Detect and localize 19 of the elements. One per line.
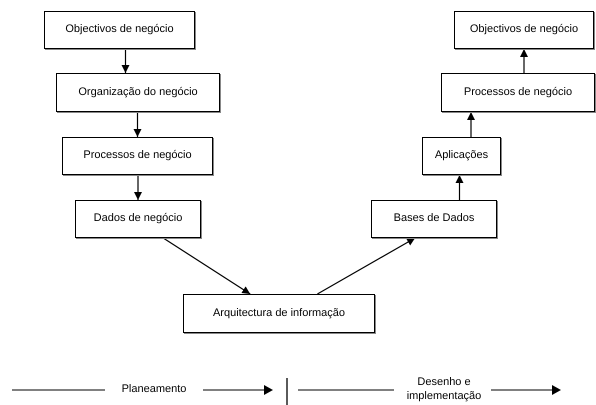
- arrow: [134, 112, 142, 137]
- process-box: Arquitectura de informação: [183, 294, 375, 333]
- arrow: [134, 175, 142, 200]
- process-box: Objectivos de negócio: [454, 11, 594, 49]
- arrow: [122, 49, 130, 73]
- process-box: Processos de negócio: [441, 73, 595, 112]
- arrow: [317, 237, 416, 295]
- process-box: Organização do negócio: [56, 73, 220, 112]
- process-box: Dados de negócio: [75, 200, 201, 238]
- arrow: [456, 175, 464, 200]
- arrow: [520, 49, 528, 73]
- arrow: [467, 112, 475, 137]
- process-box: Objectivos de negócio: [44, 11, 195, 49]
- arrow: [162, 238, 251, 294]
- phase-label: Desenho e implementação: [406, 375, 482, 404]
- process-box: Bases de Dados: [371, 200, 497, 238]
- process-box: Processos de negócio: [62, 137, 213, 175]
- phase-label: Planeamento: [120, 382, 188, 398]
- process-box: Aplicações: [422, 137, 501, 175]
